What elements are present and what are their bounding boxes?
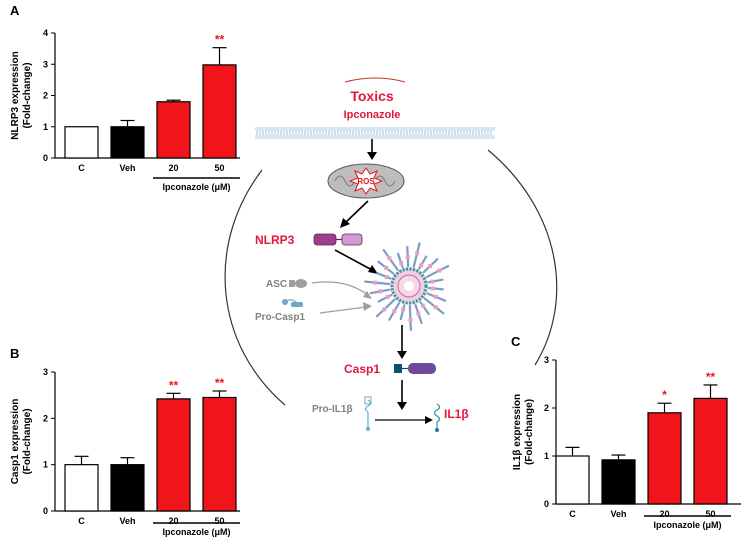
pro-casp1-protein-icon: [282, 299, 303, 307]
il1b-label: IL1β: [444, 407, 469, 421]
y-tick-label: 3: [43, 367, 48, 377]
nlrp3-label: NLRP3: [255, 233, 295, 247]
y-tick-label: 2: [544, 403, 549, 413]
y-tick-label: 1: [43, 122, 48, 132]
y-tick-label: 3: [544, 355, 549, 365]
pro-casp1-label: Pro-Casp1: [255, 312, 305, 323]
panel-a-letter: A: [10, 3, 20, 18]
cell-outline-right: [487, 149, 558, 366]
nlrp3-protein-icon: [313, 233, 363, 246]
pro-il1b-label: Pro-IL1β: [312, 404, 353, 415]
cell-membrane: [255, 127, 495, 139]
bar-50: [693, 397, 728, 505]
y-axis-label: (Fold-change): [524, 399, 535, 465]
bar-20: [156, 101, 191, 159]
y-tick-label: 3: [43, 59, 48, 69]
y-tick-label: 2: [43, 413, 48, 423]
y-tick-label: 0: [43, 153, 48, 163]
asc-label: ASC: [266, 279, 287, 290]
significance-marker: **: [215, 33, 225, 47]
casp1-label: Casp1: [344, 362, 380, 376]
top-arc: [344, 77, 406, 83]
x-tick-label: 20: [659, 509, 669, 519]
ipconazole-label: Ipconazole: [344, 109, 401, 121]
ros-label: ROS: [357, 177, 375, 186]
y-axis-label: Casp1 expression: [10, 399, 21, 485]
arrow-procasp1-inflammasome: [319, 306, 367, 314]
x-tick-label: C: [78, 163, 85, 173]
y-tick-label: 0: [43, 506, 48, 516]
panel-c-letter: C: [511, 334, 521, 349]
x-tick-label: C: [78, 516, 85, 526]
bar-c: [64, 464, 99, 512]
y-tick-label: 2: [43, 91, 48, 101]
x-tick-label: 20: [168, 516, 178, 526]
bar-20: [156, 398, 191, 512]
mitochondrion-icon: ROS: [327, 163, 405, 199]
panel-b-letter: B: [10, 346, 19, 361]
group-label: Ipconazole (μM): [162, 527, 230, 537]
x-tick-label: 20: [168, 163, 178, 173]
significance-marker: **: [215, 376, 225, 390]
y-axis-label: NLRP3 expression: [10, 51, 21, 139]
bar-20: [647, 412, 682, 505]
cell-outline-left: [224, 169, 286, 406]
asc-protein-icon: [289, 279, 307, 288]
toxics-label: Toxics: [350, 88, 394, 104]
bar-c: [555, 455, 590, 505]
arrow-asc-inflammasome: [311, 281, 369, 296]
y-axis-label: IL1β expression: [512, 394, 523, 470]
bar-50: [202, 64, 237, 159]
pathway-diagram: Toxics Ipconazole ROS NLRP3: [224, 77, 558, 432]
bar-50: [202, 396, 237, 512]
y-tick-label: 0: [544, 499, 549, 509]
y-axis-label: (Fold-change): [22, 408, 33, 474]
bar-veh: [601, 459, 636, 505]
x-tick-label: 50: [214, 516, 224, 526]
group-label: Ipconazole (μM): [653, 520, 721, 530]
casp1-protein-icon: [394, 363, 436, 374]
x-tick-label: Veh: [119, 516, 135, 526]
pro-il1b-protein-icon: [364, 396, 372, 431]
significance-marker: *: [662, 388, 667, 402]
y-tick-label: 1: [544, 451, 549, 461]
arrow-ros-nlrp3: [345, 200, 369, 223]
x-tick-label: Veh: [119, 163, 135, 173]
y-tick-label: 1: [43, 460, 48, 470]
x-tick-label: 50: [705, 509, 715, 519]
significance-marker: **: [169, 378, 179, 392]
x-tick-label: 50: [214, 163, 224, 173]
y-tick-label: 4: [43, 28, 48, 38]
il1b-protein-icon: [433, 403, 441, 432]
group-label: Ipconazole (μM): [162, 182, 230, 192]
bar-c: [64, 126, 99, 159]
bar-veh: [110, 126, 145, 159]
x-tick-label: Veh: [610, 509, 626, 519]
inflammasome-icon: [364, 242, 450, 332]
y-axis-label: (Fold-change): [22, 62, 33, 128]
arrow-nlrp3-inflammasome: [334, 249, 373, 271]
x-tick-label: C: [569, 509, 576, 519]
significance-marker: **: [706, 370, 716, 384]
bar-veh: [110, 464, 145, 512]
